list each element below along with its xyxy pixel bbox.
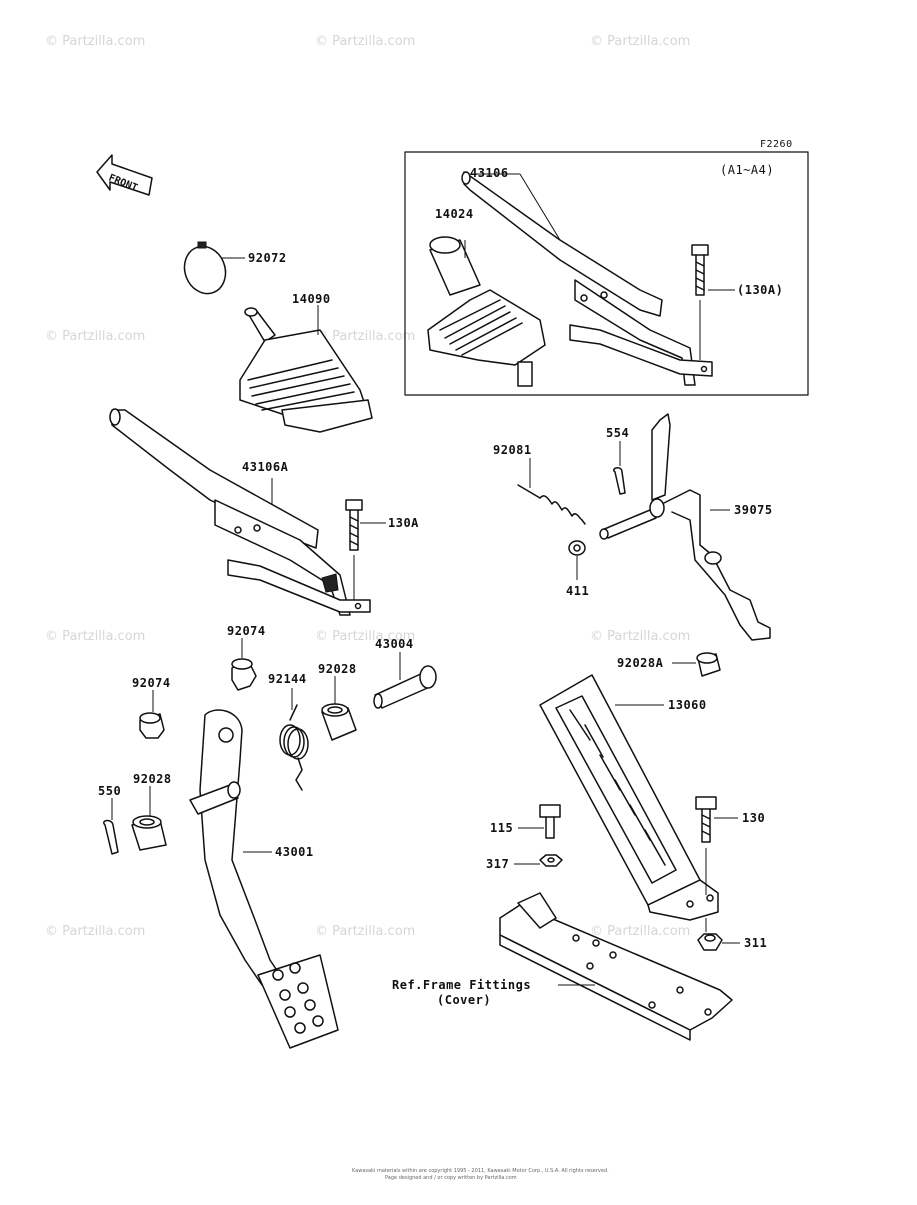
watermark: © Partzilla.com [590,924,690,939]
part-label-92028-a: 92028 [318,662,357,676]
part-label-130: 130 [742,811,765,825]
inset-box [404,151,809,396]
front-arrow-icon: FRONT [96,154,153,196]
ref-frame-label-line1: Ref.Frame Fittings [392,978,531,992]
watermark: © Partzilla.com [45,924,145,939]
part-label-554: 554 [606,426,629,440]
part-label-43004: 43004 [375,637,414,651]
part-label-92074-b: 92074 [132,676,171,690]
part-label-317: 317 [486,857,509,871]
cap-92074-b-part [139,712,165,739]
copyright-line-1: Kawasaki materials within are copyright … [352,1168,609,1174]
watermark: © Partzilla.com [315,329,415,344]
watermark: © Partzilla.com [45,329,145,344]
cap-92074-a-part [231,658,257,691]
part-label-130A-paren: (130A) [737,283,783,297]
washer-411-part [568,540,586,556]
part-label-14090: 14090 [292,292,331,306]
bushing-92028-a-part [321,703,357,741]
part-label-92144: 92144 [268,672,307,686]
bolt-115-part [539,804,561,839]
lever-boot-part [239,307,373,433]
bolt-130A-part [345,499,363,551]
cotter-pin-550-part [103,819,119,855]
bolt-130-part [695,796,717,843]
watermark: © Partzilla.com [315,34,415,49]
part-label-550: 550 [98,784,121,798]
nut-311-part [697,933,723,951]
cotter-pin-part [613,467,626,495]
part-label-92028A: 92028A [617,656,664,670]
inset-lever-part [461,171,713,386]
part-label-115: 115 [490,821,513,835]
spring-part [517,484,586,525]
shaft-39075-part [599,413,771,641]
part-label-92081: 92081 [493,443,532,457]
copyright-line-2: Page designed and / or copy written by P… [385,1175,517,1181]
part-label-311: 311 [744,936,767,950]
inset-bolt-part [691,244,709,296]
part-label-92072: 92072 [248,251,287,265]
pedal-plate-part [539,674,719,921]
part-label-43001: 43001 [275,845,314,859]
part-label-130A: 130A [388,516,419,530]
part-label-43106: 43106 [470,166,509,180]
part-label-14024: 14024 [435,207,474,221]
inset-boot-part [427,236,546,387]
inset-label: (A1~A4) [720,163,774,177]
watermarks: © Partzilla.com © Partzilla.com © Partzi… [45,34,690,939]
part-label-411: 411 [566,584,589,598]
clip-part [183,241,227,295]
torsion-spring-part [279,704,309,791]
figure-code: F2260 [760,139,793,150]
brake-pedal-part [189,709,339,1049]
watermark: © Partzilla.com [45,629,145,644]
watermark: © Partzilla.com [315,629,415,644]
watermark: © Partzilla.com [590,34,690,49]
part-label-43106A: 43106A [242,460,289,474]
pivot-pin-part [373,665,437,709]
watermark: © Partzilla.com [315,924,415,939]
ref-frame-label-line2: (Cover) [437,993,491,1007]
bushing-92028A-part [696,652,721,677]
watermark: © Partzilla.com [45,34,145,49]
part-label-92074-a: 92074 [227,624,266,638]
watermark: © Partzilla.com [590,629,690,644]
bushing-92028-b-part [131,815,167,851]
frame-cover-part [499,892,733,1041]
nut-317-part [539,854,563,867]
part-label-39075: 39075 [734,503,773,517]
part-label-13060: 13060 [668,698,707,712]
part-label-92028-b: 92028 [133,772,172,786]
parking-lever-part [109,408,371,616]
